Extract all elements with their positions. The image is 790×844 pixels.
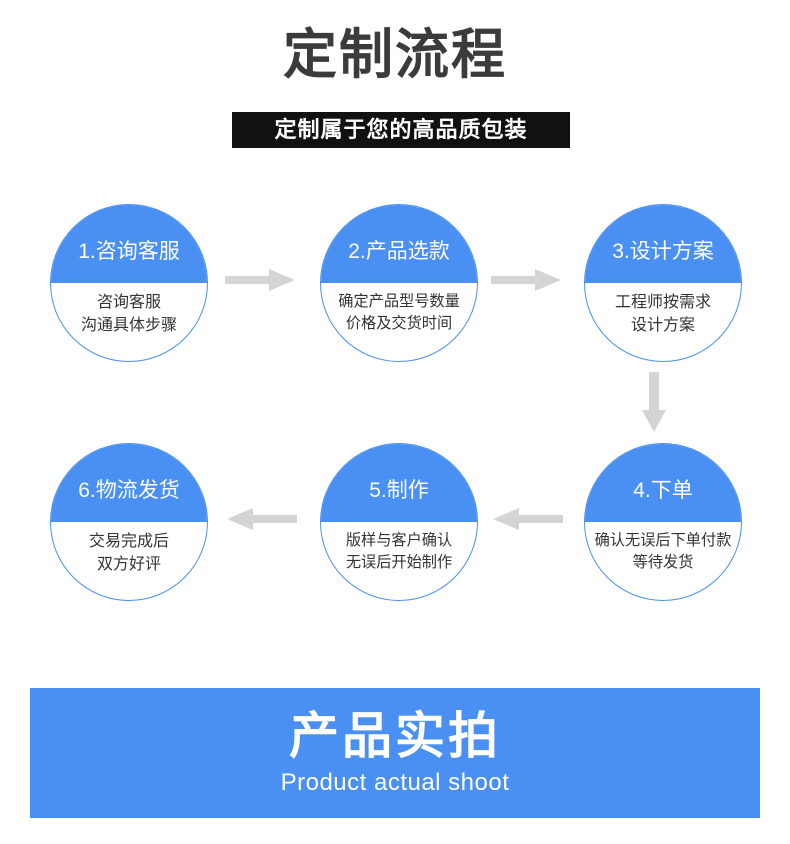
page-header: 定制流程 定制属于您的高品质包装	[0, 0, 790, 190]
arrow-right-icon-2-3	[491, 266, 563, 299]
flow-node-4-body: 确认无误后下单付款 等待发货	[585, 522, 741, 600]
page-title: 定制流程	[283, 25, 507, 85]
arrow-left-icon-5-6	[225, 505, 297, 538]
subtitle-banner: 定制属于您的高品质包装	[232, 112, 570, 148]
flow-node-6-title: 6.物流发货	[78, 478, 180, 502]
arrow-left-icon-4-5	[491, 505, 563, 538]
flow-node-1-desc-line1: 咨询客服	[96, 294, 161, 311]
flow-node-5-header: 5.制作	[321, 444, 477, 522]
product-shoot-banner: 产品实拍 Product actual shoot	[30, 688, 760, 818]
flow-node-6-desc-line1: 交易完成后	[88, 533, 169, 550]
flow-node-1: 1.咨询客服 咨询客服 沟通具体步骤	[50, 204, 208, 362]
flow-node-3: 3.设计方案 工程师按需求 设计方案	[584, 204, 742, 362]
flow-node-2-desc-line2: 价格及交货时间	[345, 315, 453, 333]
process-flow-diagram: 1.咨询客服 咨询客服 沟通具体步骤 2.产品选款 确定产品型号数量 价格及交货…	[0, 190, 790, 630]
flow-node-4-header: 4.下单	[585, 444, 741, 522]
flow-node-1-title: 1.咨询客服	[78, 239, 180, 263]
flow-node-2-title: 2.产品选款	[348, 239, 450, 263]
arrow-right-icon-1-2	[225, 266, 297, 299]
flow-node-3-body: 工程师按需求 设计方案	[585, 283, 741, 361]
flow-node-6-body: 交易完成后 双方好评	[51, 522, 207, 600]
flow-node-2-desc-line1: 确定产品型号数量	[338, 293, 460, 310]
flow-node-5-body: 版样与客户确认 无误后开始制作	[321, 522, 477, 600]
flow-node-6: 6.物流发货 交易完成后 双方好评	[50, 443, 208, 601]
flow-node-5-desc-line2: 无误后开始制作	[345, 554, 453, 572]
flow-node-3-desc-line1: 工程师按需求	[614, 294, 711, 311]
flow-node-5: 5.制作 版样与客户确认 无误后开始制作	[320, 443, 478, 601]
flow-node-1-header: 1.咨询客服	[51, 205, 207, 283]
flow-node-4-desc-line2: 等待发货	[632, 554, 694, 572]
flow-node-1-body: 咨询客服 沟通具体步骤	[51, 283, 207, 361]
flow-node-4-title: 4.下单	[633, 478, 693, 502]
flow-node-4: 4.下单 确认无误后下单付款 等待发货	[584, 443, 742, 601]
flow-node-3-desc-line2: 设计方案	[630, 317, 695, 335]
flow-node-2-header: 2.产品选款	[321, 205, 477, 283]
subtitle-text: 定制属于您的高品质包装	[274, 117, 528, 142]
flow-node-3-header: 3.设计方案	[585, 205, 741, 283]
flow-node-5-desc-line1: 版样与客户确认	[345, 532, 453, 549]
flow-node-6-desc-line2: 双方好评	[96, 556, 161, 574]
arrow-down-icon-3-4	[640, 372, 668, 439]
flow-node-1-desc-line2: 沟通具体步骤	[80, 317, 177, 335]
flow-node-2: 2.产品选款 确定产品型号数量 价格及交货时间	[320, 204, 478, 362]
flow-node-3-title: 3.设计方案	[612, 239, 714, 263]
flow-node-5-title: 5.制作	[369, 478, 429, 502]
banner-subtitle: Product actual shoot	[280, 769, 510, 797]
flow-node-4-desc-line1: 确认无误后下单付款	[594, 532, 732, 549]
flow-node-2-body: 确定产品型号数量 价格及交货时间	[321, 283, 477, 361]
banner-title: 产品实拍	[289, 708, 501, 765]
flow-node-6-header: 6.物流发货	[51, 444, 207, 522]
